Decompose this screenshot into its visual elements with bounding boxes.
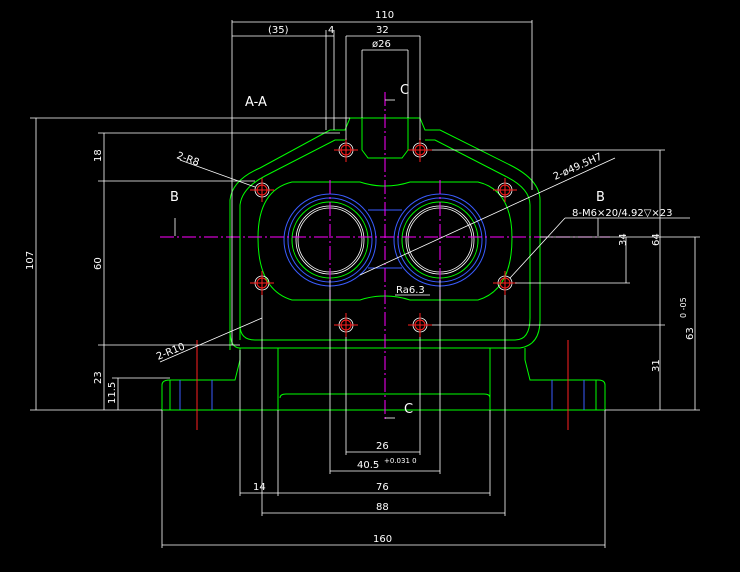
dim-18: 18 xyxy=(93,149,104,162)
base-holes xyxy=(169,340,597,430)
view-arrows xyxy=(174,99,599,419)
dim-26: 26 xyxy=(376,441,389,452)
dim-76: 76 xyxy=(376,482,389,493)
view-mark-b-right: B xyxy=(596,190,605,205)
dim-110: 110 xyxy=(375,10,394,21)
dim-14: 14 xyxy=(253,482,266,493)
callout-r8: 2-R8 xyxy=(175,150,201,168)
dim-35: (35) xyxy=(268,25,289,36)
dim-63-tolerance: 0 -05 xyxy=(679,297,688,318)
dim-31: 31 xyxy=(651,359,662,372)
leader-lines xyxy=(159,157,690,363)
dim-34: 34 xyxy=(618,233,629,246)
dim-4: 4 xyxy=(328,25,334,36)
callout-thread: 8-M6×20/4.92▽×23 xyxy=(572,208,673,219)
dim-11-5: 11.5 xyxy=(107,382,118,404)
dim-40-5-tolerance: +0.031 0 xyxy=(384,457,417,465)
body-outline xyxy=(161,117,606,411)
dim-160: 160 xyxy=(373,534,392,545)
center-lines xyxy=(160,92,610,420)
dim-88: 88 xyxy=(376,502,389,513)
dim-23: 23 xyxy=(93,371,104,384)
dim-63: 63 xyxy=(685,327,696,340)
dim-64: 64 xyxy=(651,233,662,246)
view-mark-c-top: C xyxy=(400,83,409,98)
section-label: A-A xyxy=(245,95,267,110)
dim-40-5: 40.5 xyxy=(357,460,379,471)
view-mark-b-left: B xyxy=(170,190,179,205)
view-mark-c-bottom: C xyxy=(404,402,413,417)
callout-roughness: Ra6.3 xyxy=(396,285,425,296)
dim-32: 32 xyxy=(376,25,389,36)
dim-26-dia: ø26 xyxy=(372,39,391,50)
dim-60: 60 xyxy=(93,257,104,270)
dimension-lines xyxy=(30,20,700,548)
dim-107: 107 xyxy=(25,251,36,270)
mounting-holes xyxy=(250,138,517,337)
